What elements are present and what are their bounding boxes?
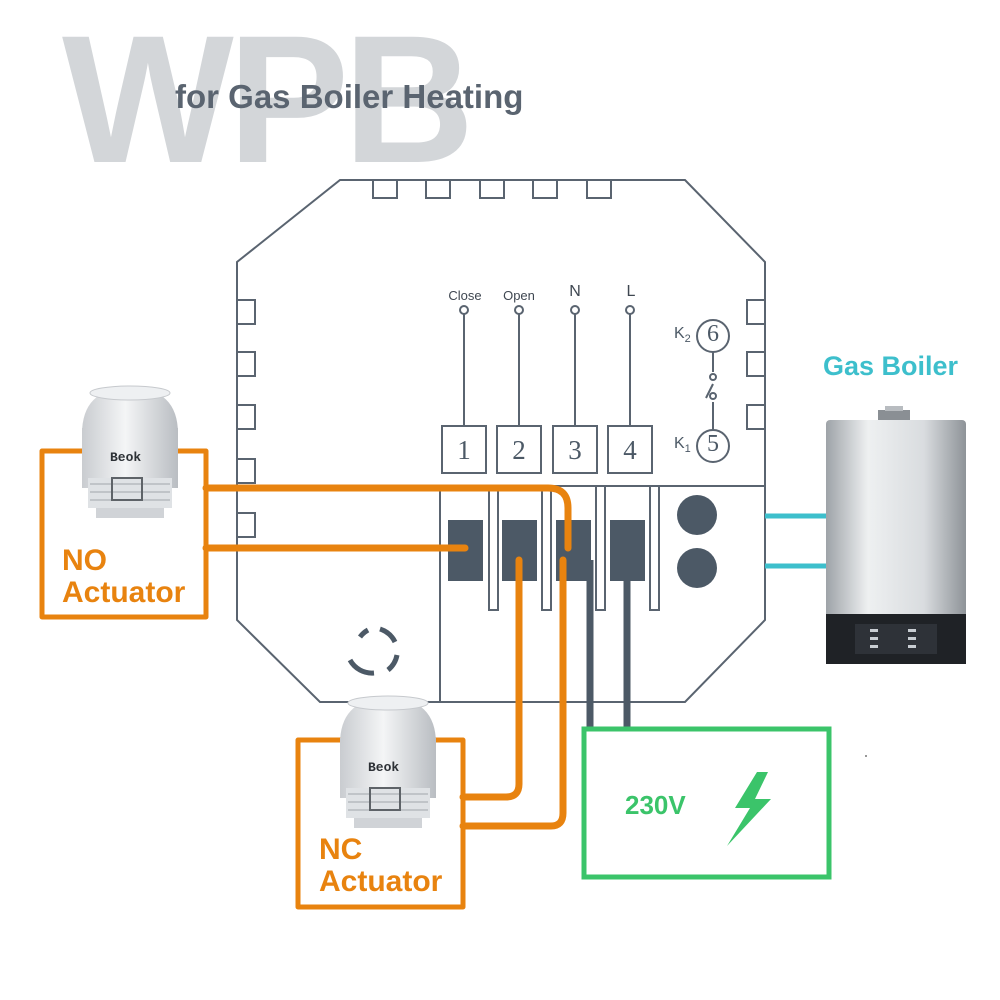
no-actuator-brand: Beok <box>110 450 142 465</box>
diagram-title: for Gas Boiler Heating <box>175 78 524 115</box>
power-supply-box <box>581 726 832 880</box>
terminal-number-1: 1 <box>457 435 471 465</box>
gas-boiler-image <box>826 406 966 757</box>
gas-boiler-label: Gas Boiler <box>823 351 959 381</box>
relay-k1-label: K1 <box>674 435 691 456</box>
no-actuator-label-line1: NO <box>62 544 107 577</box>
power-label: 230V <box>625 790 686 820</box>
terminal-number-4: 4 <box>623 435 637 465</box>
relay-terminal-5: 5 <box>707 431 719 457</box>
nc-actuator-label: NC Actuator <box>319 833 443 899</box>
terminal-label-close: Close <box>448 288 482 303</box>
terminal-number-boxes <box>441 425 653 474</box>
terminal-number-3: 3 <box>568 435 582 465</box>
no-actuator-label: NO Actuator <box>62 544 186 610</box>
nc-actuator-brand: Beok <box>368 760 400 775</box>
ring-icon <box>347 626 400 676</box>
relay-k2-label: K2 <box>674 325 691 346</box>
power-wires <box>586 560 631 730</box>
watermark-text: WPB <box>62 0 475 201</box>
no-actuator-label-line2: Actuator <box>62 576 186 610</box>
relay-contact <box>696 319 730 463</box>
nc-actuator-label-line2: Actuator <box>319 865 443 899</box>
relay-terminal-6: 6 <box>707 321 719 347</box>
lightning-icon <box>727 772 771 846</box>
boiler-pipes <box>765 513 826 569</box>
terminal-label-open: Open <box>503 288 535 303</box>
nc-actuator-image <box>340 695 436 828</box>
nc-actuator-label-line1: NC <box>319 833 363 866</box>
terminal-label-l: L <box>626 283 636 300</box>
terminal-pins <box>459 305 635 426</box>
terminal-number-2: 2 <box>512 435 526 465</box>
terminal-label-n: N <box>569 283 581 300</box>
no-actuator-image <box>82 385 178 518</box>
